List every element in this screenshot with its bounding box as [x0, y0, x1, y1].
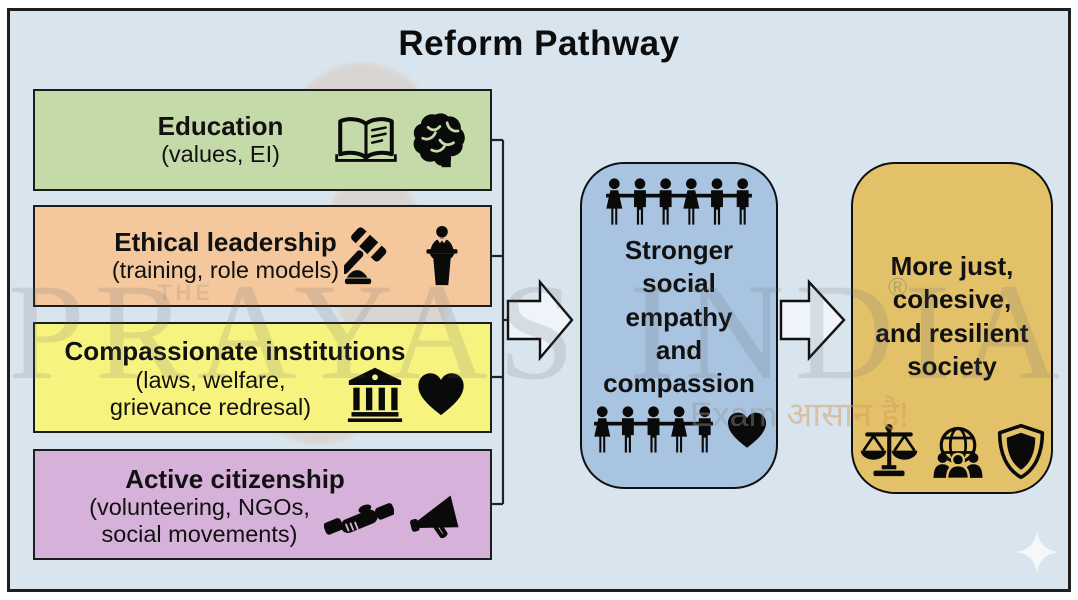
education-icons	[334, 111, 490, 169]
shield-icon	[997, 423, 1045, 480]
page-title: Reform Pathway	[398, 24, 680, 63]
intermediate-bottom-icons	[591, 406, 768, 454]
megaphone-icon	[410, 495, 459, 538]
ethical-subtitle: (training, role models)	[111, 257, 340, 284]
outcome-text: More just, cohesive, and resilient socie…	[875, 250, 1028, 383]
compassionate-title: Compassionate institutions	[64, 336, 406, 367]
people-row-5-icon	[593, 406, 713, 453]
outcome-line: More just,	[890, 251, 1014, 281]
active-bottom: (volunteering, NGOs, social movements)	[35, 494, 490, 548]
active-title: Active citizenship	[125, 464, 345, 495]
scales-of-justice-icon	[860, 424, 918, 477]
source-box-active-citizenship: Active citizenship (volunteering, NGOs, …	[33, 449, 492, 560]
globe-community-icon	[933, 426, 983, 480]
outcome-box: More just, cohesive, and resilient socie…	[851, 162, 1053, 494]
compassionate-subtitle-line2: grievance redresal)	[109, 393, 312, 420]
active-subtitle: (volunteering, NGOs, social movements)	[35, 494, 324, 548]
intermediate-text: Stronger social empathy and compassion	[603, 234, 755, 400]
bank-building-icon	[347, 367, 403, 422]
intermediate-box: Stronger social empathy and compassion	[580, 162, 778, 489]
ethical-title: Ethical leadership	[114, 227, 337, 258]
active-subtitle-line1: (volunteering, NGOs,	[89, 494, 310, 521]
active-icons	[324, 495, 490, 547]
people-row-6-icon	[606, 178, 752, 225]
education-subtitle: (values, EI)	[161, 141, 280, 168]
speaker-podium-icon	[426, 225, 458, 286]
source-box-compassionate-institutions: Compassionate institutions (laws, welfar…	[33, 322, 492, 433]
outcome-line: and resilient	[875, 317, 1029, 348]
ethical-icons	[344, 225, 490, 287]
active-subtitle-line2: social movements)	[101, 520, 298, 547]
outcome-line: society	[907, 350, 997, 381]
brain-icon	[413, 113, 465, 168]
heart-icon	[418, 373, 464, 415]
ethical-text: Ethical leadership (training, role model…	[35, 227, 344, 284]
intermediate-line: and	[655, 334, 703, 365]
handshake-icon	[324, 502, 394, 535]
open-book-icon	[335, 117, 397, 162]
source-box-education: Education (values, EI)	[33, 89, 492, 191]
intermediate-line: compassion	[603, 368, 755, 399]
compassionate-bottom: (laws, welfare, grievance redresal)	[35, 366, 490, 422]
intermediate-line: Stronger	[624, 235, 734, 265]
education-text: Education (values, EI)	[35, 111, 334, 168]
intermediate-line: social	[642, 268, 716, 299]
heart-icon	[727, 412, 766, 449]
outcome-icons	[858, 423, 1046, 480]
compassionate-icons	[346, 366, 490, 422]
outcome-line: cohesive,	[892, 284, 1012, 315]
compassionate-subtitle-line1: (laws, welfare,	[135, 367, 286, 394]
gavel-icon	[344, 227, 387, 285]
intermediate-line: empathy	[625, 301, 733, 332]
compassionate-subtitle: (laws, welfare, grievance redresal)	[35, 367, 346, 421]
source-box-ethical-leadership: Ethical leadership (training, role model…	[33, 205, 492, 307]
education-title: Education	[157, 111, 284, 142]
